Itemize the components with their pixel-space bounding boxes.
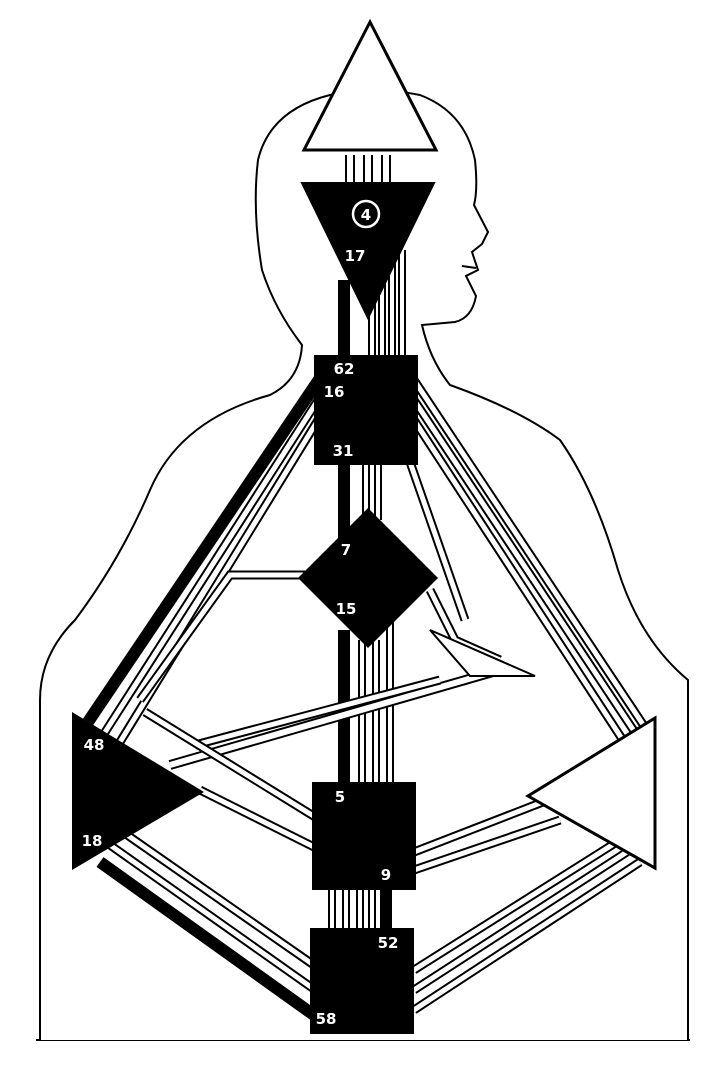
- gate-label-58: 58: [316, 1010, 337, 1028]
- head-center: [301, 18, 439, 152]
- channels-throat-solarplexus: [410, 377, 654, 751]
- channels-crossings: [142, 665, 502, 855]
- channels-root-spleen: [96, 826, 322, 1023]
- gate-label-48: 48: [84, 736, 105, 754]
- channels-root-solarplexus: [411, 836, 643, 1014]
- solar-plexus-center: [525, 715, 657, 871]
- heart-center: [429, 629, 536, 677]
- gate-label-31: 31: [333, 442, 354, 460]
- g-center: [298, 508, 438, 648]
- channels-throat-heart: [405, 460, 470, 622]
- gate-label-16: 16: [324, 383, 345, 401]
- channels-throat-spleen: [83, 374, 325, 758]
- gate-label-7: 7: [341, 541, 351, 559]
- gate-label-52: 52: [378, 934, 399, 952]
- gate-label-17: 17: [345, 247, 366, 265]
- gate-label-4: 4: [361, 206, 371, 224]
- gate-label-62: 62: [334, 360, 355, 378]
- channels-head-ajna: [345, 155, 391, 185]
- gate-4-circle: [351, 199, 381, 229]
- channels: [83, 155, 654, 1023]
- throat-center: [314, 355, 418, 465]
- ajna-center: [300, 182, 436, 321]
- root-center: [310, 928, 414, 1034]
- gate-label-18: 18: [82, 832, 103, 850]
- sacral-center: [312, 782, 416, 890]
- spleen-center: [72, 712, 204, 870]
- mouth-line: [461, 265, 477, 269]
- channels-sacral-solarplexus: [412, 795, 562, 875]
- gate-label-9: 9: [381, 866, 391, 884]
- gate-label-15: 15: [336, 600, 357, 618]
- gate-label-5: 5: [335, 788, 345, 806]
